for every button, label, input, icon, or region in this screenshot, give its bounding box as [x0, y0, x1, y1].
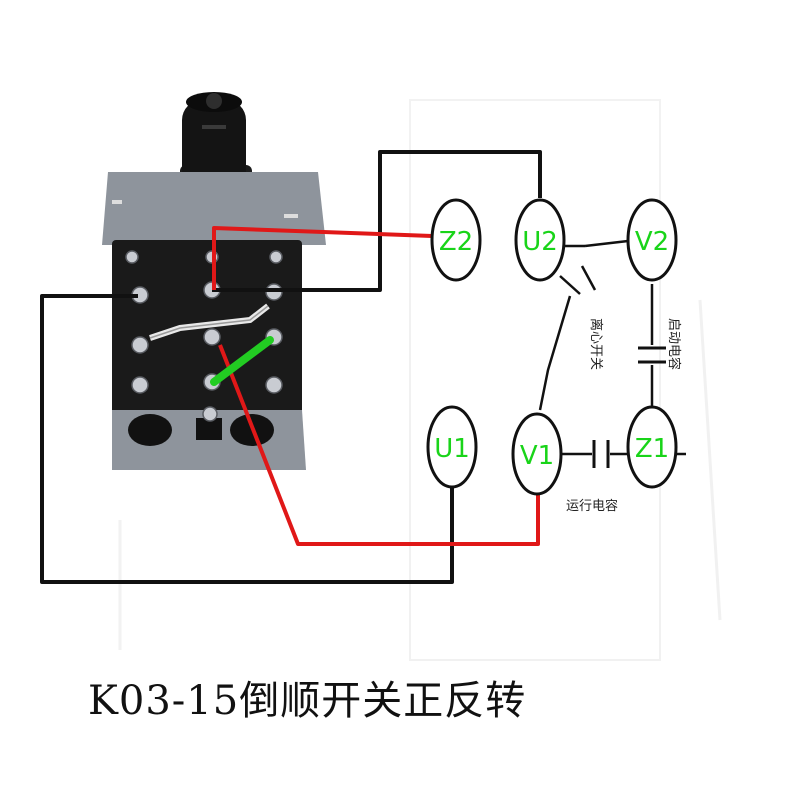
node-v2: [626, 198, 678, 282]
node-u2: [514, 198, 566, 282]
red-wires: [212, 226, 540, 546]
green-wire: [210, 336, 274, 386]
label-z2: Z2: [439, 227, 473, 257]
label-start-capacitor: 启动电容: [666, 318, 682, 370]
label-z1: Z1: [635, 434, 669, 464]
label-u1: U1: [434, 434, 470, 464]
node-u1: [426, 405, 478, 489]
label-run-capacitor: 运行电容: [566, 498, 618, 514]
wire-switch-to-u2: [212, 150, 542, 292]
label-v1: V1: [520, 441, 554, 471]
wire-switch-to-z2: [212, 226, 433, 290]
label-centrifugal-switch: 离心开关: [588, 318, 604, 370]
wire-switch-to-u1: [40, 294, 454, 584]
node-v1: [511, 412, 563, 496]
node-z1: [626, 405, 678, 489]
rotary-switch-icon: [102, 92, 326, 470]
wire-switch-to-v1: [218, 344, 540, 546]
node-labels: Z2 U2 V2 U1 V1 Z1: [434, 227, 669, 471]
node-z2: [430, 198, 482, 282]
black-wires: [40, 150, 542, 584]
motor-terminals: [426, 198, 678, 496]
motor-wiring: [538, 239, 686, 468]
diagram-title: K03-15倒顺开关正反转: [88, 678, 527, 724]
background-texture: [118, 99, 722, 661]
label-v2: V2: [635, 227, 669, 257]
label-u2: U2: [522, 227, 558, 257]
centrifugal-switch-icon: [559, 275, 581, 295]
